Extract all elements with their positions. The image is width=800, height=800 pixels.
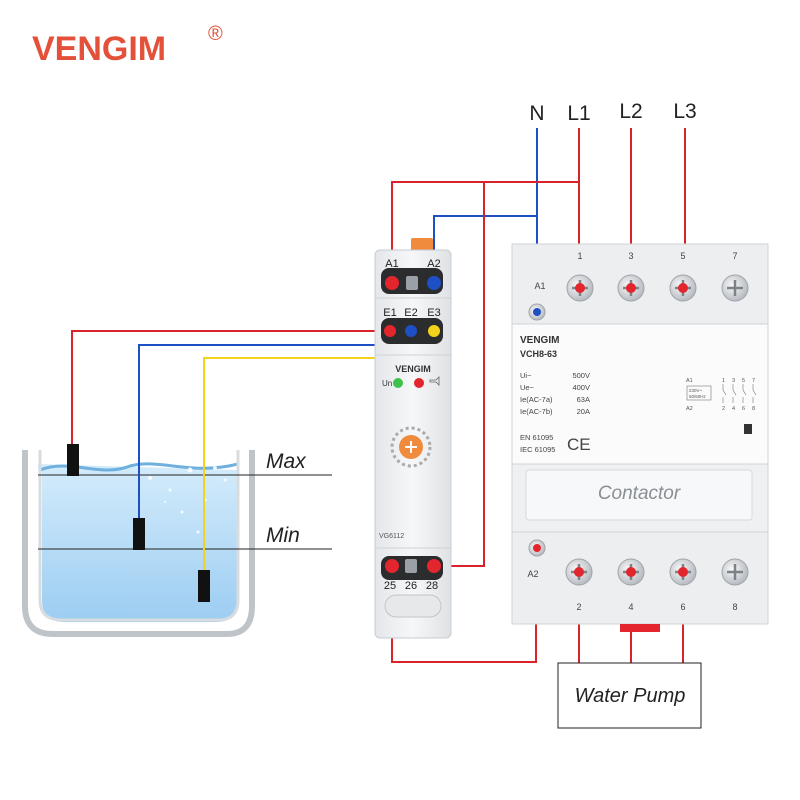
schem-bot-a2: A2 [686,406,693,412]
schem-bot-2: 2 [722,406,725,412]
schem-top-3: 3 [732,378,735,384]
relay-label-e1: E1 [383,307,396,319]
contactor: 1 3 5 7 A1 VENGIM VCH8-63 Ui~ Ue~ Ie(AC-… [511,243,769,632]
contactor-num-5: 5 [680,251,685,261]
schem-coil-voltage: 230V~ [689,388,703,393]
ce-mark: CE [567,435,591,454]
schem-bot-6: 6 [742,406,745,412]
relay-led-green [393,378,403,388]
contactor-num-6: 6 [680,602,685,612]
wire-e2-probe [138,344,411,518]
contactor-coil-a1-label: A1 [534,281,545,291]
contactor-model: VCH8-63 [520,349,557,359]
contactor-num-7: 7 [732,251,737,261]
contactor-num-4: 4 [628,602,633,612]
contactor-terminal-a1 [533,308,541,316]
schem-bot-8: 8 [752,406,755,412]
contactor-terminal-1 [575,283,585,293]
contactor-terminal-4 [626,567,636,577]
spec-value-ac7a: 63A [577,395,590,404]
contactor-terminal-2 [574,567,584,577]
relay-label-25: 25 [384,580,396,592]
spec-label-ue: Ue~ [520,383,535,392]
probe-e2 [133,518,145,550]
schem-top-7: 7 [752,378,755,384]
probe-e1 [67,444,79,476]
contactor-num-3: 3 [628,251,633,261]
contactor-schematic: A1 1 3 5 7 230V~ 50/60Hz A2 2 4 6 8 [686,378,757,412]
contactor-coil-a2-label: A2 [527,569,538,579]
contactor-num-2: 2 [576,602,581,612]
contactor-top-screws [528,274,749,321]
contactor-window-label: Contactor [598,483,681,504]
relay-terminal-a1 [385,276,399,290]
min-level-label: Min [266,524,300,547]
relay-label-a2: A2 [427,258,440,270]
spec-label-ui: Ui~ [520,371,532,380]
water-pump-box [557,662,702,729]
brand-registered-mark: ® [208,23,223,45]
spec-label-ac7a: Ie(AC-7a) [520,395,553,404]
relay-led-label: Un [382,379,392,388]
contactor-indicator [744,424,752,434]
contactor-num-1: 1 [577,251,582,261]
supply-labels: N L1 L2 L3 [529,100,696,125]
relay-dial-scale [390,426,432,468]
spec-value-ui: 500V [572,371,590,380]
brand-logo: VENGIM [32,30,166,68]
max-level-label: Max [266,450,307,473]
relay-label-a1: A1 [385,258,398,270]
spec-value-ac7b: 20A [577,407,590,416]
relay-terminal-e2 [405,325,417,337]
contactor-terminal-3 [626,283,636,293]
contactor-num-8: 8 [732,602,737,612]
relay-label-e2: E2 [404,307,417,319]
contactor-bottom-screws [528,539,749,586]
spec-label-ac7b: Ie(AC-7b) [520,407,553,416]
relay-model: VG6112 [379,533,404,540]
contactor-red-tab [620,624,660,632]
wire-a1-l1 [391,181,579,283]
relay-label-e3: E3 [427,307,440,319]
schem-coil-freq: 50/60Hz [689,394,707,399]
supply-label-n: N [529,102,544,125]
relay-terminal-25 [385,559,399,573]
level-relay: A1 A2 E1 E2 E3 VENGIM Un VG6112 25 26 28 [374,238,452,639]
spec-value-ue: 400V [572,383,590,392]
supply-label-l1: L1 [567,102,590,125]
standard-en: EN 61095 [520,433,553,442]
schem-bot-4: 4 [732,406,735,412]
standard-iec: IEC 61095 [520,445,555,454]
schem-top-5: 5 [742,378,745,384]
contactor-brand: VENGIM [520,335,559,346]
probe-e3 [198,570,210,602]
contactor-terminal-6 [678,567,688,577]
relay-terminal-e1 [384,325,396,337]
wire-e1-probe [71,330,390,446]
supply-label-l3: L3 [673,100,696,123]
contactor-specs: Ui~ Ue~ Ie(AC-7a) Ie(AC-7b) 500V 400V 63… [520,371,590,454]
schem-top-a1: A1 [686,378,693,384]
relay-dial-plus-icon [405,441,417,453]
relay-terminal-28 [427,559,441,573]
water-pump-label: Water Pump [575,685,686,707]
relay-brand: VENGIM [395,364,431,374]
contactor-terminal-a2 [533,544,541,552]
supply-label-l2: L2 [619,100,642,123]
schem-top-1: 1 [722,378,725,384]
relay-contact-icon [429,376,440,386]
relay-label-26: 26 [405,580,417,592]
relay-terminal-a2 [427,276,441,290]
contactor-terminal-5 [678,283,688,293]
relay-led-red [414,378,424,388]
relay-label-28: 28 [426,580,438,592]
relay-terminal-e3 [428,325,440,337]
